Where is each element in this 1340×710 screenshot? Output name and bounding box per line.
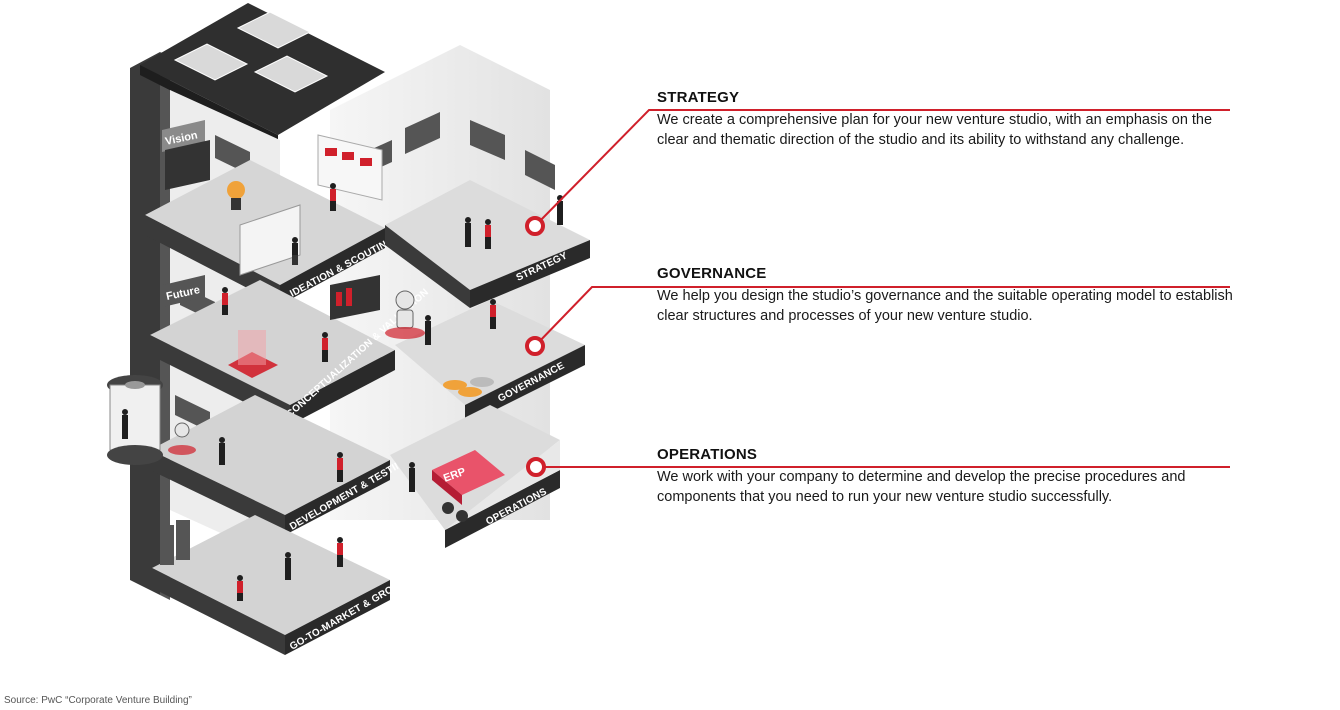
callout-strategy: STRATEGY We create a comprehensive plan … xyxy=(657,89,1247,150)
person-icon xyxy=(122,409,128,439)
governance-leader xyxy=(525,286,1230,356)
person-icon xyxy=(409,462,415,492)
callout-operations-text: We work with your company to determine a… xyxy=(657,469,1186,505)
callout-operations: OPERATIONS We work with your company to … xyxy=(657,446,1247,507)
person-icon xyxy=(337,452,343,482)
person-icon xyxy=(219,437,225,465)
source-note: Source: PwC “Corporate Venture Building” xyxy=(4,695,192,706)
operations-leader xyxy=(526,457,1230,477)
person-icon xyxy=(490,299,496,329)
person-icon xyxy=(330,183,336,211)
governance-marker-icon xyxy=(525,336,545,356)
erp-block-icon: ERP xyxy=(432,450,505,505)
money-bag-icon xyxy=(442,502,468,522)
operations-marker-icon xyxy=(526,457,546,477)
dashboard-screen-icon xyxy=(165,140,380,320)
strategy-marker-icon xyxy=(525,216,545,236)
elevator-capsule-icon xyxy=(107,375,163,465)
person-icon xyxy=(322,332,328,362)
callout-leaders xyxy=(525,109,1230,477)
solar-panel-icon xyxy=(173,11,329,93)
person-icon xyxy=(425,315,431,345)
person-icon xyxy=(485,219,491,249)
callout-strategy-title: STRATEGY xyxy=(657,89,740,106)
person-icon xyxy=(222,287,228,315)
strategy-leader xyxy=(525,109,1230,236)
callout-operations-title: OPERATIONS xyxy=(657,446,758,463)
coin-stack-icon xyxy=(443,377,494,397)
hologram-platform-icon xyxy=(228,330,278,378)
person-icon xyxy=(285,552,291,580)
callout-governance-title: GOVERNANCE xyxy=(657,265,767,282)
server-rack-icon xyxy=(160,520,190,565)
person-icon xyxy=(465,217,471,247)
person-icon xyxy=(237,575,243,601)
callout-governance: GOVERNANCE We help you design the studio… xyxy=(657,265,1247,326)
callout-governance-text: We help you design the studio’s governan… xyxy=(657,288,1233,324)
floor-gotomarket: GO-TO-MARKET & GROWTH xyxy=(152,515,416,655)
people xyxy=(122,183,563,601)
future-sign: Future xyxy=(163,275,205,307)
robot-icon xyxy=(168,290,425,455)
person-icon xyxy=(337,537,343,567)
callout-strategy-text: We create a comprehensive plan for your … xyxy=(657,112,1213,148)
plant-icon xyxy=(227,181,245,210)
person-icon xyxy=(292,237,298,265)
